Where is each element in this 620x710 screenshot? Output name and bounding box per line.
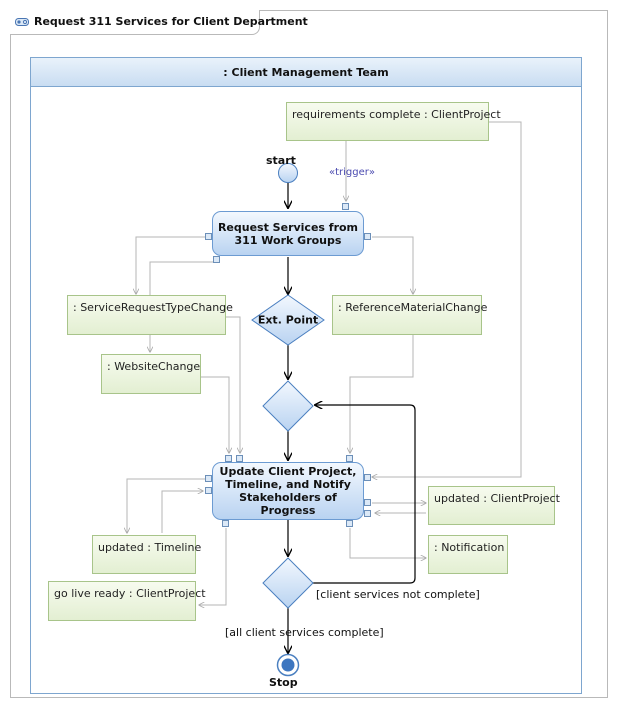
- update-input-pin-right[interactable]: [364, 510, 371, 517]
- request-action-line2: 311 Work Groups: [234, 233, 342, 247]
- stop-label: Stop: [269, 676, 298, 689]
- guard-all-complete: [all client services complete]: [225, 626, 384, 639]
- flow-request-to-servicerequesttypechange: [136, 236, 206, 294]
- update-action-line1: Update Client Project,: [219, 465, 357, 478]
- initial-node[interactable]: [278, 163, 298, 183]
- final-node-core: [281, 658, 295, 672]
- update-action-line2: Timeline, and Notify: [225, 478, 351, 491]
- object-notification[interactable]: : Notification: [428, 535, 508, 574]
- request-output-pin-left[interactable]: [205, 233, 212, 240]
- update-input-pin-right-top[interactable]: [364, 474, 371, 481]
- guard-not-complete: [client services not complete]: [316, 588, 480, 601]
- object-updated-timeline[interactable]: updated : Timeline: [92, 535, 201, 574]
- request-output-pin-bottom[interactable]: [213, 256, 220, 263]
- object-reference-material-change[interactable]: : ReferenceMaterialChange: [332, 295, 487, 335]
- object-requirements-complete[interactable]: requirements complete : ClientProject: [286, 102, 501, 141]
- flow-requirements-to-update: [372, 121, 522, 477]
- trigger-stereotype: «trigger»: [329, 167, 376, 178]
- request-output-pin-right[interactable]: [364, 233, 371, 240]
- update-input-pin-left[interactable]: [205, 487, 212, 494]
- diagram-tab[interactable]: Request 311 Services for Client Departme…: [10, 10, 308, 35]
- update-action-line3: Stakeholders of Progress: [239, 491, 337, 517]
- activity-diagram-icon: [15, 18, 29, 26]
- request-services-action[interactable]: Request Services from 311 Work Groups: [212, 211, 364, 256]
- merge-node[interactable]: [262, 380, 314, 432]
- request-trigger-pin[interactable]: [342, 203, 349, 210]
- object-go-live-ready[interactable]: go live ready : ClientProject: [48, 581, 206, 621]
- flow-request-to-referencematerialchange: [372, 236, 413, 294]
- object-website-change[interactable]: : WebsiteChange: [101, 354, 201, 394]
- flow-servicerequesttypechange-to-update: [226, 316, 240, 453]
- flow-websitechange-to-update: [201, 376, 229, 453]
- flow-timeline-to-update: [161, 491, 203, 533]
- flow-decision-loop-to-merge: [313, 405, 416, 584]
- update-input-pin-3[interactable]: [346, 455, 353, 462]
- flow-referencematerialchange-to-update: [350, 335, 414, 453]
- flow-update-to-timeline: [127, 478, 206, 533]
- object-updated-client-project[interactable]: updated : ClientProject: [428, 486, 560, 525]
- update-client-project-action[interactable]: Update Client Project, Timeline, and Not…: [212, 462, 364, 520]
- object-service-request-type-change[interactable]: : ServiceRequestTypeChange: [67, 295, 233, 335]
- update-output-pin-bottom-right[interactable]: [346, 520, 353, 527]
- flow-update-to-notification: [349, 528, 426, 558]
- diagram-title: Request 311 Services for Client Departme…: [34, 15, 308, 28]
- start-label: start: [266, 154, 296, 167]
- update-output-pin-bottom-left[interactable]: [222, 520, 229, 527]
- update-input-pin-1[interactable]: [225, 455, 232, 462]
- update-output-pin-right[interactable]: [364, 499, 371, 506]
- partition-header: : Client Management Team: [31, 58, 581, 87]
- flow-update-to-golive: [199, 528, 227, 605]
- request-action-line1: Request Services from: [217, 220, 359, 234]
- update-input-pin-2[interactable]: [236, 455, 243, 462]
- decision-node[interactable]: [262, 557, 314, 609]
- ext-point-decision[interactable]: [251, 294, 325, 346]
- ext-point-label: Ext. Point: [257, 313, 319, 327]
- update-output-pin-left[interactable]: [205, 475, 212, 482]
